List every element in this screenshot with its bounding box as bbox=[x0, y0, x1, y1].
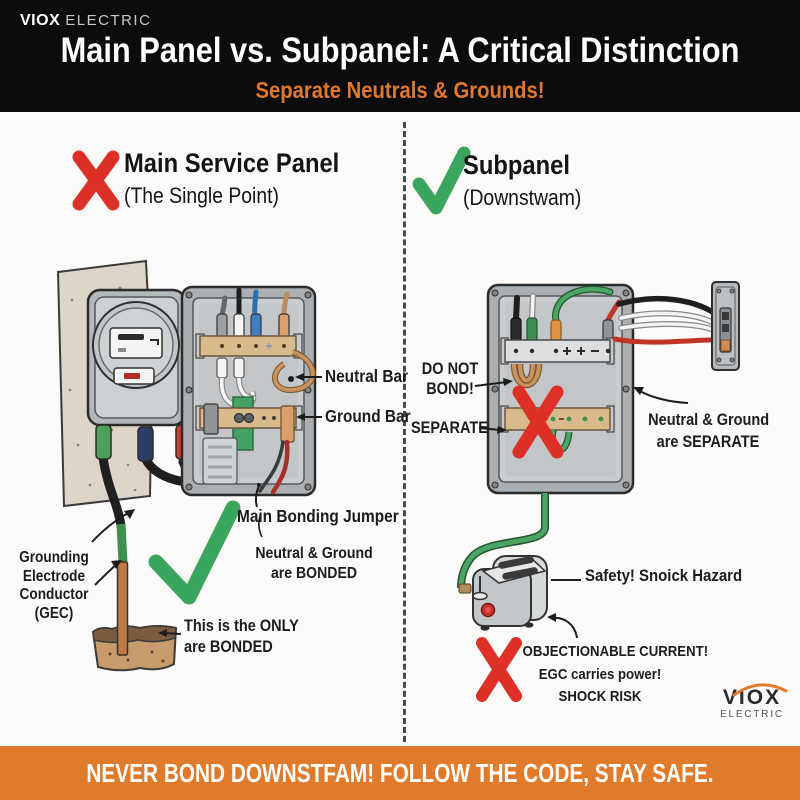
column-divider bbox=[403, 122, 406, 742]
right-leader-lines bbox=[474, 378, 689, 639]
bonded-ok-check-icon bbox=[148, 500, 241, 605]
toaster-wire-inlet bbox=[458, 583, 472, 594]
objectionable-current-label: OBJECTIONABLE CURRENT! EGC carries power… bbox=[522, 643, 709, 705]
footer-brand-suffix: ELECTRIC bbox=[720, 709, 784, 720]
bottom-pigtails bbox=[258, 439, 290, 495]
neutral-bar bbox=[195, 333, 303, 359]
page-subtitle: Separate Neutrals & Grounds! bbox=[255, 77, 545, 103]
wall-plate bbox=[711, 281, 740, 371]
left-section-heading: Main Service Panel bbox=[124, 148, 340, 178]
subpanel-ground-bar bbox=[500, 405, 615, 433]
green-check-icon bbox=[412, 146, 471, 215]
bonded-note-label: Neutral & Ground are BONDED bbox=[255, 545, 373, 582]
ground-bar-label: Ground Bar bbox=[325, 406, 411, 426]
utility-meter bbox=[86, 288, 192, 462]
copper-pigtail bbox=[272, 349, 316, 393]
main-panel-diagram bbox=[56, 259, 322, 672]
do-not-bond-label: DO NOT BOND! bbox=[421, 360, 479, 398]
subpanel-neutral-bar bbox=[500, 337, 615, 365]
toaster-lever bbox=[472, 591, 488, 601]
feeder-lug bbox=[203, 403, 219, 435]
subpanel-top-wires bbox=[513, 285, 622, 324]
toaster bbox=[458, 555, 548, 631]
left-section-subheading: (The Single Point) bbox=[124, 183, 279, 208]
logo-swoosh-icon bbox=[732, 683, 788, 697]
leader-lines bbox=[91, 373, 322, 637]
right-section-heading: Subpanel bbox=[463, 150, 570, 180]
shock-risk-x-icon bbox=[476, 637, 522, 702]
no-bond-x-icon bbox=[512, 385, 564, 459]
egc-wire-to-toaster bbox=[457, 493, 549, 589]
meter-wire-stub-green bbox=[95, 424, 112, 460]
right-section-subheading: (Downstwam) bbox=[463, 185, 582, 210]
gec-label: Grounding Electrode Conductor (GEC) bbox=[19, 549, 89, 622]
footer-brand-logo: VIOX ELECTRIC bbox=[710, 683, 794, 720]
red-x-icon bbox=[72, 150, 120, 211]
brand-suffix: ELECTRIC bbox=[65, 12, 152, 29]
ground-soil bbox=[91, 625, 178, 672]
only-bonded-label: This is the ONLY are BONDED bbox=[184, 617, 299, 656]
wire-connectors bbox=[216, 313, 290, 339]
ground-lug bbox=[280, 405, 295, 443]
safety-hazard-label: Safety! Snoick Hazard bbox=[585, 566, 743, 585]
banner-message: NEVER BOND DOWNSTFAM! FOLLOW THE CODE, S… bbox=[86, 758, 714, 788]
bottom-banner: NEVER BOND DOWNSTFAM! FOLLOW THE CODE, S… bbox=[0, 746, 800, 800]
neutral-ground-separate-label: Neutral & Ground are SEPARATE bbox=[648, 411, 770, 451]
meter-wire-stub-blue bbox=[137, 426, 154, 462]
ground-rod bbox=[116, 561, 129, 656]
grounding-electrode-conductor bbox=[98, 453, 129, 656]
breaker-vent bbox=[202, 437, 238, 485]
subpanel-diagram bbox=[457, 281, 740, 702]
brand-name: VIOX bbox=[20, 12, 61, 29]
main-bonding-jumper-label: Main Bonding Jumper bbox=[237, 506, 399, 526]
neutral-bar-label: Neutral Bar bbox=[325, 366, 409, 386]
page-title: Main Panel vs. Subpanel: A Critical Dist… bbox=[60, 31, 740, 70]
subpanel-copper-loops bbox=[510, 363, 543, 388]
separate-label: SEPARATE bbox=[411, 419, 488, 437]
